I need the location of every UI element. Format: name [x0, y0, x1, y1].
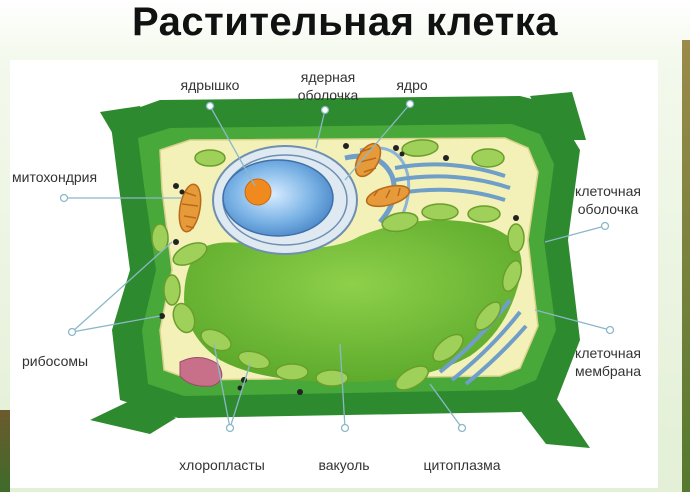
chloroplast — [275, 363, 309, 381]
label-nucleus: ядро — [396, 77, 428, 93]
label-nucleolus: ядрышко — [181, 77, 240, 93]
label-cell-wall-1: клеточная — [575, 183, 641, 199]
chloroplast — [401, 139, 439, 157]
slide-title: Растительная клетка — [132, 0, 558, 44]
chloroplast — [172, 242, 208, 266]
golgi-2 — [394, 174, 511, 190]
chloroplasts-group — [151, 139, 525, 391]
label-ribosomes: рибосомы — [22, 353, 88, 369]
chloroplast — [421, 203, 459, 221]
nucleolus — [244, 178, 272, 206]
chloroplast — [194, 149, 226, 167]
label-cytoplasm: цитоплазма — [423, 457, 500, 473]
golgi-3 — [399, 187, 506, 202]
cell-wall-corner-br — [520, 398, 590, 448]
nucleus — [222, 159, 334, 237]
chloroplast — [163, 274, 181, 306]
chloroplast — [474, 301, 502, 331]
slide-left-decoration — [0, 410, 10, 492]
golgi-5 — [450, 310, 522, 382]
label-cell-membrane-2: мембрана — [575, 363, 641, 379]
chloroplast — [432, 333, 464, 363]
label-vacuole: вакуоль — [318, 457, 369, 473]
mitochondrion-right-cristae — [373, 187, 401, 199]
chloroplast — [172, 302, 196, 334]
golgi-4 — [438, 298, 512, 374]
mitochondrion-left-cristae — [181, 191, 199, 229]
leader-lines — [64, 103, 611, 429]
golgi-1 — [394, 162, 506, 178]
chloroplast — [471, 148, 505, 168]
label-cell-wall-2: оболочка — [578, 201, 639, 217]
label-nuclear-envelope-1: ядерная — [301, 69, 355, 85]
label-nuclear-envelope-2: оболочка — [298, 87, 359, 103]
cell-wall-corner-bl — [90, 396, 176, 434]
chloroplast — [237, 350, 271, 370]
vacuole — [184, 220, 522, 383]
cell-wall-corner-tr — [530, 92, 586, 140]
chloroplast — [395, 365, 429, 391]
label-mitochondria: митохондрия — [12, 169, 97, 185]
ribosomes-group — [159, 143, 519, 395]
leader-dots — [59, 99, 615, 433]
golgi-6 — [464, 324, 528, 386]
chloroplast — [200, 328, 232, 352]
chloroplast — [381, 211, 419, 233]
chloroplast — [501, 259, 523, 293]
chloroplast — [507, 223, 525, 253]
label-cell-membrane-1: клеточная — [575, 345, 641, 361]
chloroplast — [467, 205, 501, 223]
mitochondrion-top-cristae — [359, 147, 377, 173]
chloroplast — [315, 369, 349, 387]
slide-right-decoration — [682, 40, 690, 492]
label-chloroplasts: хлоропласты — [179, 457, 265, 473]
